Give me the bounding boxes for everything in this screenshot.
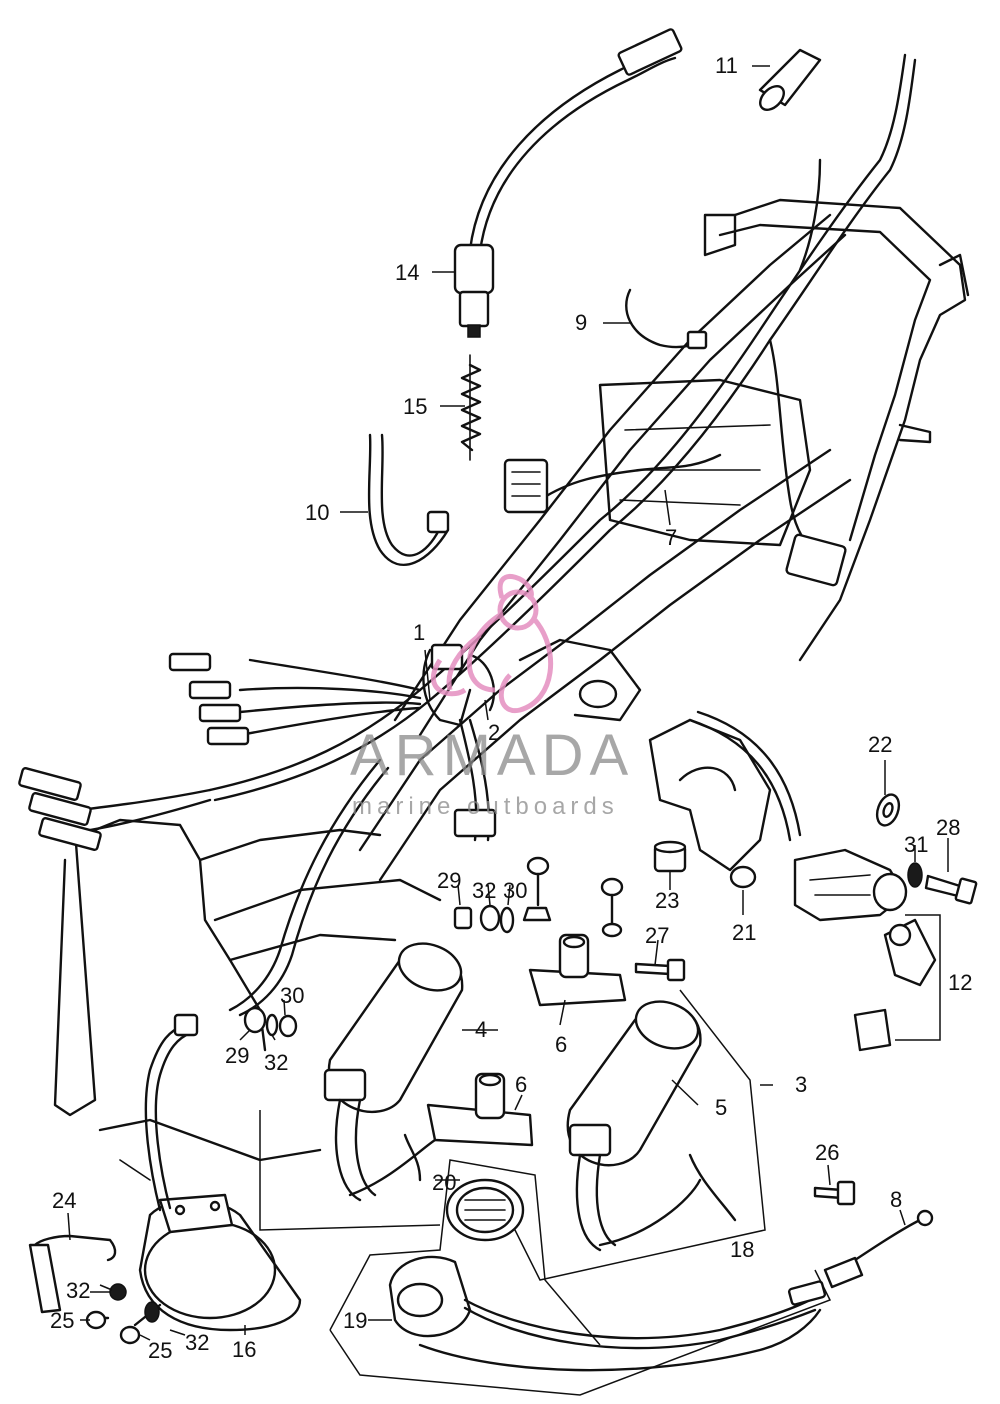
callout-12: 12 bbox=[948, 970, 972, 995]
callout-labels: 1 2 3 4 5 6 6 7 8 9 10 11 12 14 15 16 18… bbox=[50, 53, 972, 1363]
watermark-logo-icon bbox=[430, 574, 554, 714]
callout-2: 2 bbox=[488, 720, 500, 745]
callout-6-upper: 6 bbox=[555, 1032, 567, 1057]
callout-11: 11 bbox=[715, 53, 738, 78]
regulator-20 bbox=[445, 1178, 525, 1242]
sensor-wire-8 bbox=[823, 1209, 934, 1289]
horn-16 bbox=[138, 1193, 302, 1332]
ignition-switch bbox=[793, 848, 941, 1052]
callout-8: 8 bbox=[890, 1187, 902, 1212]
hardware-horn bbox=[85, 1283, 162, 1345]
bracket-24 bbox=[28, 1234, 117, 1314]
callout-32-left: 32 bbox=[66, 1278, 90, 1303]
callout-27: 27 bbox=[645, 923, 669, 948]
callout-19: 19 bbox=[343, 1308, 367, 1333]
ignition-coil-4 bbox=[259, 942, 464, 1231]
bolt-28 bbox=[924, 874, 978, 905]
callout-30-lower: 30 bbox=[280, 983, 304, 1008]
callout-16: 16 bbox=[232, 1337, 256, 1362]
wire-harness bbox=[18, 53, 917, 1017]
callout-15: 15 bbox=[403, 394, 427, 419]
bolt-26 bbox=[813, 1180, 856, 1206]
callout-32-upper: 32 bbox=[472, 878, 496, 903]
callout-21: 21 bbox=[732, 920, 756, 945]
grommet-tube bbox=[758, 48, 822, 111]
washer-31 bbox=[907, 862, 923, 888]
frame-assembly bbox=[53, 198, 970, 1181]
callout-14: 14 bbox=[395, 260, 419, 285]
callout-20: 20 bbox=[432, 1170, 456, 1195]
callout-25-right: 25 bbox=[148, 1338, 172, 1363]
watermark-title: ARMADA bbox=[350, 723, 634, 788]
callout-32-right: 32 bbox=[185, 1330, 209, 1355]
watermark: ARMADA marine outboards bbox=[350, 574, 634, 820]
callout-3: 3 bbox=[795, 1072, 807, 1097]
wire-clamp bbox=[625, 288, 708, 350]
callout-29-lower: 29 bbox=[225, 1043, 249, 1068]
hardware-upper bbox=[453, 856, 624, 938]
callout-22: 22 bbox=[868, 732, 892, 757]
callout-18: 18 bbox=[730, 1237, 754, 1262]
callout-6-lower: 6 bbox=[515, 1072, 527, 1097]
watermark-subtitle: marine outboards bbox=[352, 793, 619, 820]
callout-28: 28 bbox=[936, 815, 960, 840]
callout-32-mid: 32 bbox=[264, 1050, 288, 1075]
callout-4: 4 bbox=[475, 1017, 487, 1042]
callout-5: 5 bbox=[715, 1095, 727, 1120]
band bbox=[367, 433, 450, 567]
neutral-switch bbox=[453, 28, 683, 338]
wire-18 bbox=[329, 1269, 832, 1396]
bolt-27 bbox=[634, 958, 686, 982]
callout-24: 24 bbox=[52, 1188, 76, 1213]
rectifier-19 bbox=[329, 1159, 817, 1350]
hardware-lower bbox=[243, 1006, 298, 1038]
leader-lines bbox=[67, 65, 949, 1341]
callout-10: 10 bbox=[305, 500, 329, 525]
callout-29-upper: 29 bbox=[437, 868, 461, 893]
spring bbox=[460, 354, 482, 461]
callout-26: 26 bbox=[815, 1140, 839, 1165]
callout-25-left: 25 bbox=[50, 1308, 74, 1333]
ignition-coil-5 bbox=[509, 989, 766, 1281]
callout-23: 23 bbox=[655, 888, 679, 913]
coil-bracket-upper bbox=[528, 933, 627, 1007]
coil-bracket-lower bbox=[426, 1072, 534, 1147]
washer-22 bbox=[875, 793, 901, 827]
callout-9: 9 bbox=[575, 310, 587, 335]
callout-31: 31 bbox=[904, 832, 928, 857]
callout-7: 7 bbox=[665, 525, 677, 550]
callout-30-upper: 30 bbox=[503, 878, 527, 903]
horn-wire bbox=[144, 1013, 199, 1212]
callout-1: 1 bbox=[413, 620, 425, 645]
collar-23 bbox=[653, 840, 687, 873]
